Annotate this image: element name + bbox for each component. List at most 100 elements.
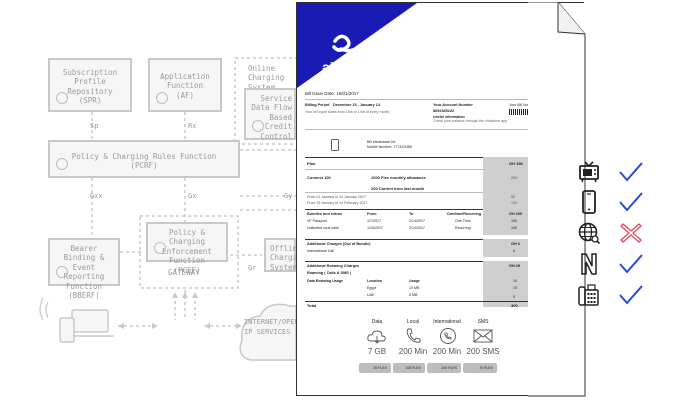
carried: 200 Carried from last month — [371, 186, 425, 191]
useful-info: Useful information — [433, 115, 465, 119]
divider — [305, 301, 555, 302]
check-icon — [619, 254, 643, 274]
check-icon — [619, 192, 643, 212]
intl-amount: 6 — [513, 249, 515, 253]
barcode-icon — [509, 109, 545, 115]
check-icon — [619, 285, 643, 305]
divider — [305, 157, 555, 158]
plan-amount: GH 150 — [509, 161, 523, 166]
divider — [305, 192, 483, 193]
bundles-header-4: GH 200 — [509, 212, 523, 216]
clock-icon — [56, 266, 68, 278]
sdf-node: Service Data Flow Based Credit Control — [244, 88, 296, 141]
bundles-header-2: To — [409, 212, 414, 216]
divider — [305, 99, 555, 100]
account-number-label: Your Account Number — [433, 103, 473, 107]
bill-number-label: Your Bill Number — [509, 103, 536, 107]
billing-period: December 15 - January 14 — [333, 103, 380, 107]
bundle-row-1-from: 1/15/2017 — [367, 226, 383, 230]
bundle-row-0-from: 1/7/2017 — [367, 219, 381, 223]
gxx-interface-label: Gxx — [90, 192, 103, 200]
roaming-row-0-location: Egypt — [367, 286, 377, 290]
bberf-label: Bearer Binding & Event Reporting Functio… — [63, 244, 105, 300]
bundle-row-0-name: VF Passport — [307, 219, 327, 223]
cloud-download-icon — [367, 330, 386, 344]
additional-amount: GH 6 — [511, 242, 520, 246]
brand-header — [297, 3, 417, 88]
roaming-calls: Roaming ( Calls & SMS ) — [307, 271, 352, 275]
page-fold — [528, 2, 586, 397]
stat-sms-value: 200 SMS — [466, 347, 500, 356]
bundle-row-1-name: Unlimited local calls — [307, 226, 339, 230]
clock-icon — [154, 242, 166, 254]
roaming-amount: GH 25 — [509, 264, 520, 268]
gateway-label: GATEWAY — [168, 268, 200, 277]
gy-interface-label: Gy — [284, 192, 293, 200]
sp-interface-label: Sp — [90, 122, 99, 130]
brand-name: airBell — [322, 59, 365, 75]
pcrf-node: Policy & Charging Rules Function (PCRF) — [48, 140, 240, 178]
intl-call: International Call — [307, 249, 334, 253]
issue-date: Bill Issue Date: 16/01/2017 — [305, 91, 359, 96]
bundle-row-1-to: 2/14/2017 — [409, 226, 425, 230]
bundles-header-0: Bundles and extras — [307, 212, 343, 216]
global-call-icon — [440, 328, 456, 344]
landline-icon — [578, 284, 599, 306]
divider — [305, 129, 555, 130]
sdf-label: Service Data Flow Based Credit Control — [251, 94, 292, 141]
breakdown-title: Bill breakdown for — [367, 140, 396, 144]
bundle-row-0-to: 2/14/2017 — [409, 219, 425, 223]
roaming-row-1-usage: 5 MB — [409, 293, 418, 297]
divider — [305, 239, 555, 240]
netflix-icon — [581, 253, 597, 275]
roaming-col-2: Usage — [409, 279, 420, 283]
bundle-row-0-type: One Time — [455, 219, 471, 223]
roaming-row-2-amount: 5 — [513, 295, 515, 299]
ocs-node: Online Charging System (OCS) — [248, 64, 296, 101]
account-number: 8692345222 — [433, 109, 455, 113]
roaming-label: Additional Roaming Charges — [307, 264, 360, 268]
phone-icon — [331, 139, 339, 151]
bundles-header-1: From — [367, 212, 377, 216]
bberf-node: Bearer Binding & Event Reporting Functio… — [48, 238, 120, 300]
connect-plan: Connect 100 — [307, 175, 331, 180]
gx-interface-label: Gx — [188, 192, 197, 200]
spr-node: Subscription Profile Repository (SPR) — [48, 58, 132, 112]
check-icon — [619, 162, 643, 182]
from2: From 15 January to 14 February 2017 — [307, 201, 368, 205]
ofcs-label: Offline Charging System — [270, 244, 307, 272]
roaming-row-1-amount: 10 — [513, 286, 517, 290]
bundle-row-0-amount: 100 — [511, 219, 517, 223]
billing-period-label: Billing Period — [305, 103, 330, 107]
divider — [305, 209, 555, 210]
ofcs-node: Offline Charging System — [264, 238, 307, 272]
flex-pill-international: 200 FLEX — [427, 363, 461, 373]
pcef-node: Policy & Charging Enforcement Function (… — [146, 222, 228, 275]
from1: From 01 January to 14 January 2017 — [307, 195, 366, 199]
stat-international-value: 200 Min — [432, 347, 462, 356]
useful-note: Check your balance through the Vodafone … — [433, 119, 508, 123]
stat-data-value: 7 GB — [367, 347, 387, 356]
tv-icon — [579, 161, 599, 183]
from1-amount: 50 — [511, 195, 515, 199]
pcef-label: Policy & Charging Enforcement Function (… — [162, 228, 212, 275]
roaming-row-1-location: UAE — [367, 293, 375, 297]
stat-data: Data 7 GB — [357, 319, 397, 356]
flex-pill-local: 100 FLEX — [393, 363, 425, 373]
billing-note: Your bill cycle starts from 15th to 14th… — [305, 110, 390, 114]
total-label: Total — [307, 303, 317, 308]
stat-local: Local 200 Min — [393, 319, 433, 356]
bundle-row-1-amount: 100 — [511, 226, 517, 230]
envelope-icon — [473, 329, 493, 343]
roaming-col-1: Location — [367, 279, 382, 283]
spr-label: Subscription Profile Repository (SPR) — [62, 68, 118, 106]
stat-local-value: 200 Min — [398, 347, 428, 356]
bundle-row-1-type: Recurring — [455, 226, 471, 230]
rx-interface-label: Rx — [188, 122, 197, 130]
allowance-amount: 250 — [511, 175, 518, 180]
cross-icon — [620, 223, 642, 243]
phone-call-icon — [406, 328, 421, 343]
clock-icon — [156, 92, 168, 104]
